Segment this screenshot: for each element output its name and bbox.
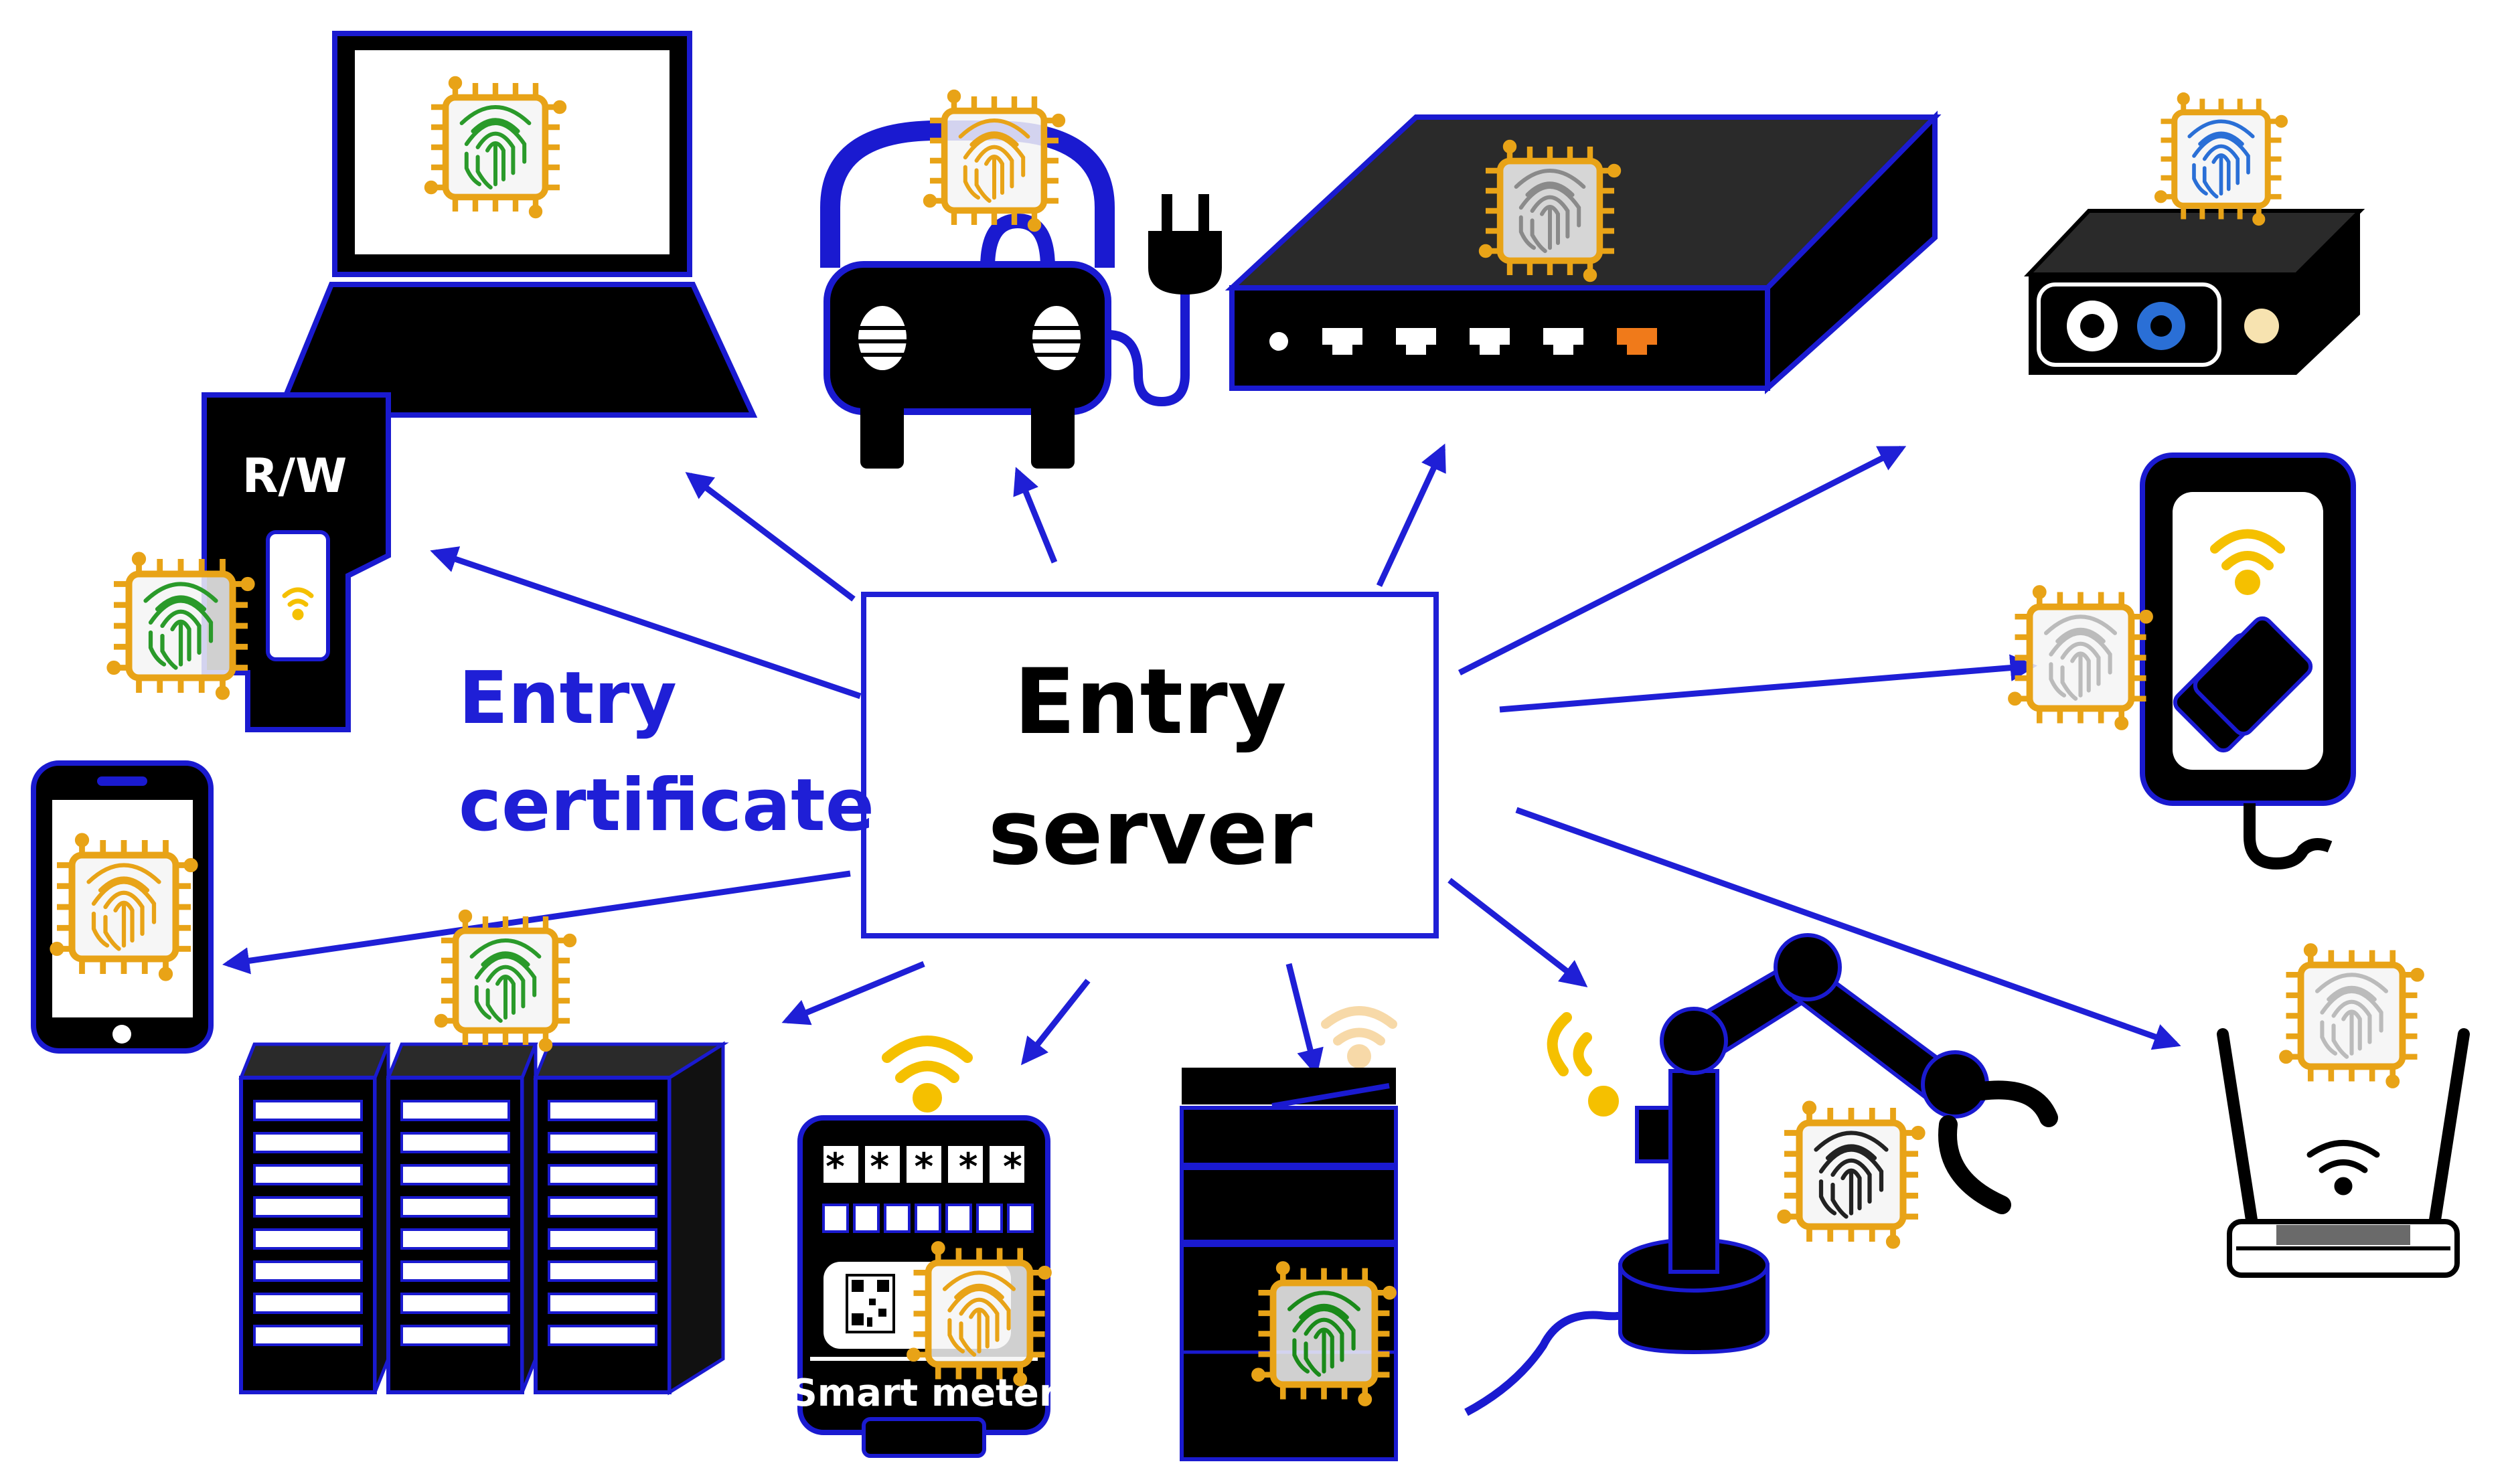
fingerprint-chip-icon — [2011, 588, 2150, 727]
headlight-icon — [858, 306, 1081, 370]
card-icon — [2173, 616, 2313, 753]
smartphone[interactable] — [31, 760, 214, 1054]
fingerprint-chip-icon — [926, 92, 1063, 229]
wifi-icon — [1547, 1012, 1619, 1117]
meter-indicator-row — [822, 1204, 1034, 1233]
ethernet-ports — [1322, 328, 1657, 355]
arrow-to-laptop — [685, 472, 856, 602]
wifi-icon — [1321, 1006, 1397, 1068]
arrow-to-meter — [1020, 979, 1091, 1066]
meter-digits: * * * * * — [824, 1145, 1024, 1188]
arrows — [222, 443, 2181, 1076]
wifi-icon — [2210, 529, 2285, 595]
caption-line2: certificate — [459, 764, 874, 847]
smart-meter-label: Smart meter — [790, 1372, 1057, 1415]
set-top-box[interactable] — [2024, 95, 2365, 375]
fingerprint-chip-icon — [909, 1244, 1048, 1383]
fingerprint-chip-icon — [110, 555, 252, 697]
arrow-to-terminal — [1499, 654, 2038, 713]
entry-server-line2: server — [988, 780, 1313, 885]
fingerprint-chip-icon — [2157, 95, 2285, 223]
fingerprint-chip-icon — [1254, 1264, 1393, 1403]
entry-server-box[interactable]: Entry server — [861, 592, 1439, 938]
caption-line1: Entry — [459, 657, 677, 740]
reader-writer[interactable]: R/W — [110, 392, 391, 732]
fingerprint-chip-icon — [1780, 1104, 1923, 1246]
fingerprint-chip-icon — [2282, 946, 2421, 1085]
fingerprint-chip-icon — [53, 836, 195, 979]
meter-digit-boxes — [823, 1146, 1024, 1183]
arrow-to-printer — [1285, 963, 1324, 1076]
arrow-to-reader — [430, 546, 862, 699]
payment-terminal[interactable] — [2011, 452, 2356, 870]
robot-arm[interactable] — [1464, 933, 2058, 1416]
rw-label: R/W — [242, 448, 347, 503]
wifi-icon — [882, 1036, 973, 1112]
fingerprint-chip-icon — [1482, 143, 1618, 279]
rack-slots — [253, 1100, 657, 1346]
wifi-icon — [282, 587, 314, 621]
arrow-to-phone — [222, 870, 851, 975]
laptop[interactable] — [274, 31, 758, 418]
entry-server-line1: Entry — [1014, 649, 1286, 754]
wifi-icon — [2306, 1140, 2380, 1196]
fingerprint-chip-icon — [427, 79, 564, 216]
electric-vehicle[interactable] — [820, 92, 1222, 469]
server-rack[interactable] — [238, 912, 729, 1396]
arrow-to-switch — [1376, 443, 1446, 587]
entry-certificate-caption: Entry certificate — [459, 657, 874, 847]
printer[interactable] — [1180, 1006, 1398, 1461]
arrow-to-router — [1515, 807, 2181, 1050]
arrow-to-vehicle — [1013, 467, 1058, 564]
plug-icon — [1107, 194, 1222, 407]
arrow-to-robot — [1447, 878, 1588, 987]
qr-code-icon — [846, 1274, 895, 1333]
wifi-router[interactable] — [2217, 946, 2470, 1278]
smart-meter[interactable]: * * * * * Smart meter — [790, 1036, 1058, 1458]
network-switch[interactable] — [1225, 110, 1942, 394]
fingerprint-chip-icon — [437, 912, 574, 1049]
arrow-to-servers — [781, 961, 925, 1025]
arrow-to-settop — [1458, 445, 1907, 676]
